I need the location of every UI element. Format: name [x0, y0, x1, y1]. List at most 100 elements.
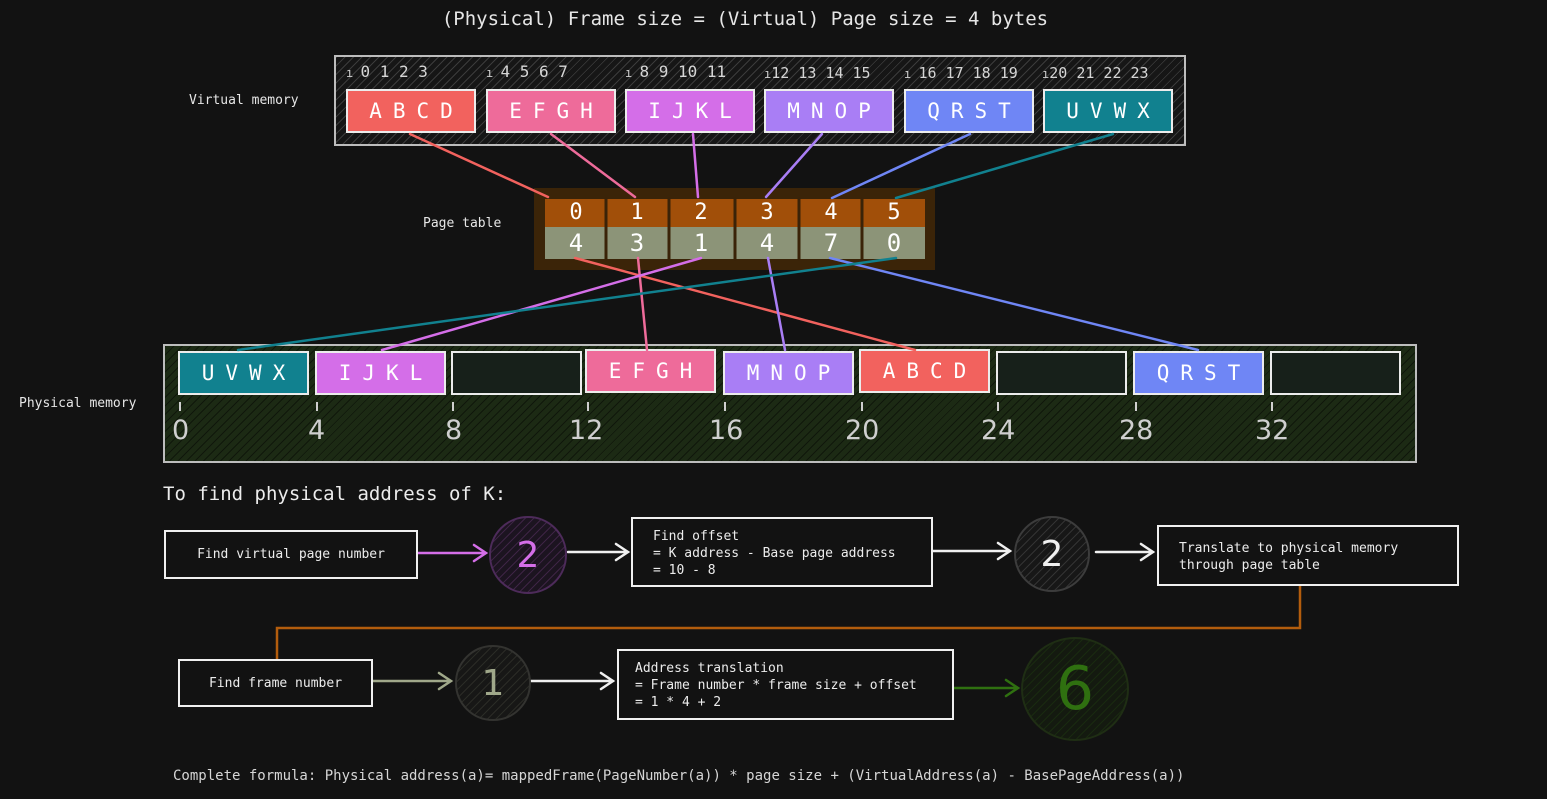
procedure-heading: To find physical address of K: — [163, 483, 507, 505]
map-line-vpage0 — [408, 132, 550, 199]
physical-frame-3: EFGH — [585, 349, 716, 393]
physical-frame-8 — [1270, 351, 1401, 395]
axis-label-16: 16 — [709, 415, 744, 446]
find-frame-box: Find frame number — [178, 659, 373, 707]
physical-frame-6 — [996, 351, 1127, 395]
axis-label-20: 20 — [845, 415, 880, 446]
arrow-vpn — [415, 543, 489, 563]
axis-tick-4 — [724, 402, 726, 411]
find-vpn-box: Find virtual page number — [164, 530, 418, 579]
physical-frame-1: IJKL — [315, 351, 446, 395]
virtual-indices-1: ı 4 5 6 7 — [486, 62, 568, 81]
axis-label-8: 8 — [445, 415, 463, 446]
translate-line-1: Translate to physical memory — [1179, 541, 1399, 556]
frame-value-circle: 1 — [455, 645, 531, 721]
virtual-page-1: EFGH — [486, 89, 616, 133]
physical-frame-7: QRST — [1133, 351, 1264, 395]
map-line-frame4-mnop — [766, 256, 787, 352]
page-number-5: 5 — [887, 200, 901, 225]
axis-label-0: 0 — [172, 415, 190, 446]
axis-label-4: 4 — [308, 415, 326, 446]
virtual-page-2: IJKL — [625, 89, 755, 133]
physical-frame-4: MNOP — [723, 351, 854, 395]
map-line-vpage4 — [830, 132, 972, 200]
virtual-indices-2: ı 8 9 10 11 — [625, 62, 727, 81]
address-translation-box: Address translation = Frame number * fra… — [617, 649, 954, 720]
axis-tick-8 — [1271, 402, 1273, 411]
physical-frame-2 — [451, 351, 582, 395]
axis-tick-7 — [1135, 402, 1137, 411]
axis-tick-2 — [452, 402, 454, 411]
page-number-4: 4 — [824, 200, 838, 225]
find-offset-line-1: Find offset — [653, 529, 740, 544]
axis-tick-5 — [861, 402, 863, 411]
offset-value-circle: 2 — [1014, 516, 1090, 592]
page-number-0: 0 — [569, 200, 583, 225]
axis-label-28: 28 — [1119, 415, 1154, 446]
map-line-frame0-uvwx — [236, 256, 898, 352]
map-line-vpage5 — [894, 132, 1115, 200]
arrow-to-translation — [529, 671, 616, 691]
axis-tick-0 — [179, 402, 181, 411]
find-offset-box: Find offset = K address - Base page addr… — [631, 517, 933, 587]
vpn-value-circle: 2 — [489, 516, 567, 594]
axis-label-12: 12 — [569, 415, 604, 446]
complete-formula: Complete formula: Physical address(a)= m… — [173, 768, 1185, 784]
translate-line-2: through page table — [1179, 558, 1320, 573]
page-number-1: 1 — [630, 200, 644, 225]
arrow-frame — [370, 671, 454, 691]
physical-memory-label: Physical memory — [19, 396, 137, 411]
arrow-result — [951, 678, 1021, 698]
arrow-offset-value — [930, 541, 1013, 561]
virtual-indices-5: ı20 21 22 23 — [1042, 64, 1149, 82]
map-line-frame7-qrst — [828, 256, 1200, 352]
address-translation-line-2: = Frame number * frame size + offset — [635, 678, 917, 693]
virtual-page-5: UVWX — [1043, 89, 1173, 133]
connector-line — [275, 584, 1302, 661]
frame-number-0: 4 — [568, 229, 584, 257]
virtual-memory-label: Virtual memory — [189, 93, 299, 108]
map-line-frame4-abcd — [573, 256, 917, 352]
virtual-page-0: ABCD — [346, 89, 476, 133]
frame-number-5: 0 — [886, 229, 902, 257]
axis-tick-3 — [587, 402, 589, 411]
virtual-indices-4: ı 16 17 18 19 — [904, 64, 1018, 82]
arrow-to-translate — [1094, 542, 1156, 562]
virtual-page-3: MNOP — [764, 89, 894, 133]
physical-frame-5: ABCD — [859, 349, 990, 393]
page-number-2: 2 — [694, 200, 708, 225]
frame-number-2: 1 — [693, 229, 709, 257]
map-line-vpage2 — [691, 132, 700, 199]
find-frame-text: Find frame number — [208, 675, 343, 691]
axis-tick-1 — [316, 402, 318, 411]
address-translation-line-1: Address translation — [635, 661, 784, 676]
virtual-page-4: QRST — [904, 89, 1034, 133]
offset-value: 2 — [1040, 533, 1064, 575]
result-value: 6 — [1055, 654, 1095, 724]
map-line-frame1-ijkl — [380, 256, 703, 352]
page-table-dividers — [604, 197, 864, 261]
frame-number-3: 4 — [759, 229, 775, 257]
page-table-label: Page table — [423, 216, 502, 231]
page-number-3: 3 — [760, 200, 774, 225]
translate-box: Translate to physical memory through pag… — [1157, 525, 1459, 586]
physical-frame-0: UVWX — [178, 351, 309, 395]
find-offset-line-3: = 10 - 8 — [653, 563, 716, 578]
address-translation-line-3: = 1 * 4 + 2 — [635, 695, 722, 710]
axis-label-24: 24 — [981, 415, 1016, 446]
virtual-indices-0: ı 0 1 2 3 — [346, 62, 428, 81]
vpn-value: 2 — [516, 534, 540, 576]
map-line-vpage3 — [764, 132, 824, 199]
find-vpn-text: Find virtual page number — [197, 547, 385, 562]
frame-number-1: 3 — [629, 229, 645, 257]
find-offset-line-2: = K address - Base page address — [653, 546, 896, 561]
frame-number-4: 7 — [823, 229, 839, 257]
diagram-title: (Physical) Frame size = (Virtual) Page s… — [441, 8, 1049, 30]
axis-tick-6 — [997, 402, 999, 411]
map-line-vpage1 — [549, 132, 637, 199]
virtual-indices-3: ı12 13 14 15 — [764, 64, 871, 82]
result-value-circle: 6 — [1021, 637, 1129, 741]
arrow-to-offset — [566, 542, 631, 562]
axis-label-32: 32 — [1255, 415, 1290, 446]
